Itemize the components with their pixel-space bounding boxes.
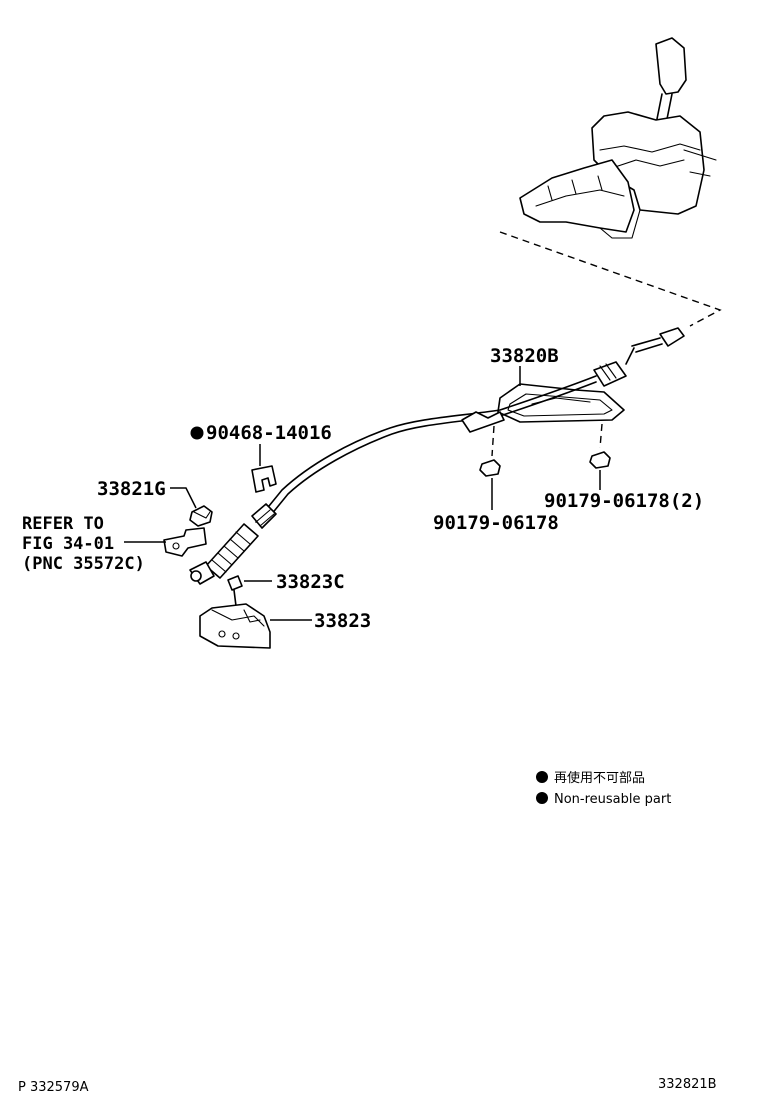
footer-right: 332821B <box>658 1077 717 1092</box>
label-33820B: 33820B <box>490 345 559 367</box>
label-90179-06178-2: 90179-06178(2) <box>544 490 704 512</box>
label-33823: 33823 <box>314 610 371 632</box>
legend-en: Non-reusable part <box>554 792 671 807</box>
label-33823C: 33823C <box>276 571 345 593</box>
legend-marker-en <box>536 792 548 804</box>
legend-jp: 再使用不可部品 <box>554 770 645 786</box>
nut-90179-right <box>589 451 611 469</box>
shift-lever-assembly <box>519 37 717 239</box>
nut-33821G <box>189 505 213 527</box>
clip-90468 <box>251 465 277 493</box>
bracket-33823 <box>199 603 271 649</box>
refer-line-1: REFER TO <box>22 514 104 534</box>
footer-left: P 332579A <box>18 1080 89 1095</box>
label-33821G: 33821G <box>97 478 166 500</box>
leader-lines <box>124 366 601 621</box>
refer-line-3: (PNC 35572C) <box>22 554 145 574</box>
legend: 再使用不可部品 Non-reusable part <box>536 770 671 807</box>
connection-dash-line <box>499 231 722 327</box>
shift-cable-assembly <box>189 327 685 585</box>
refer-bracket <box>163 527 207 557</box>
label-90179-06178: 90179-06178 <box>433 512 559 534</box>
label-90468-14016: 90468-14016 <box>206 422 332 444</box>
nut-90179-left <box>479 459 501 477</box>
bolt-33823C <box>227 575 243 607</box>
non-reusable-marker <box>190 426 204 440</box>
legend-marker-jp <box>536 771 548 783</box>
refer-line-2: FIG 34-01 <box>22 534 114 554</box>
